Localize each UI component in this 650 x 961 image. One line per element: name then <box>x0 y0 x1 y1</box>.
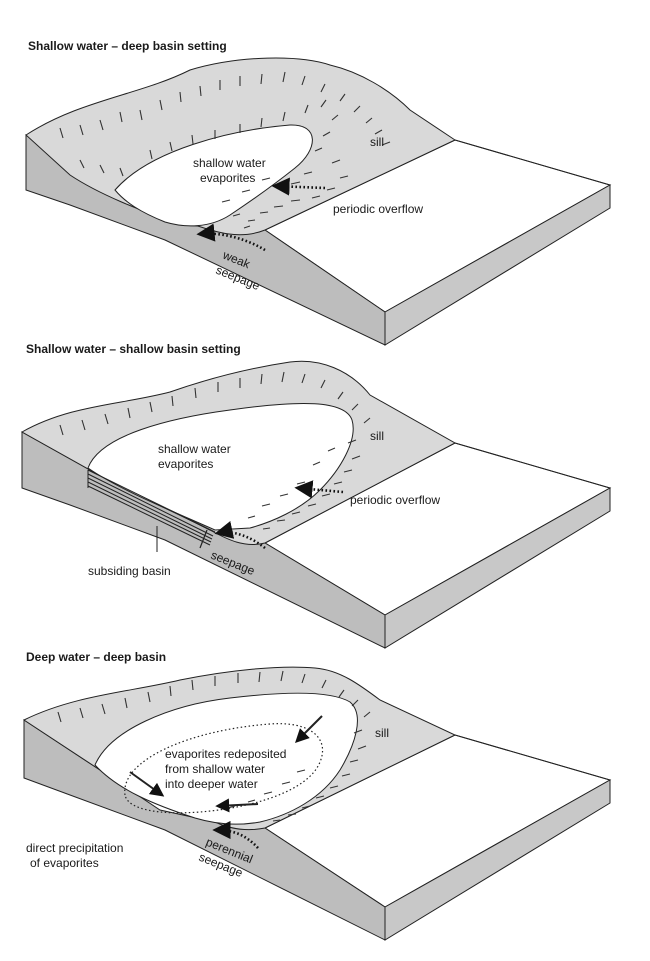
precipitation-label-line1: direct precipitation <box>26 841 123 855</box>
evaporites-label-line2: evaporites <box>200 171 255 185</box>
redeposit-arrow-left <box>129 771 165 797</box>
panel-title: Deep water – deep basin <box>26 650 166 664</box>
overflow-arrow <box>271 177 326 196</box>
precipitation-label-line2: of evaporites <box>30 856 99 870</box>
slope-hatching <box>59 371 371 530</box>
redeposited-label-line3: into deeper water <box>165 777 258 791</box>
overflow-label: periodic overflow <box>333 202 423 216</box>
panel-title: Shallow water – deep basin setting <box>28 39 227 53</box>
basin-floor <box>114 124 313 227</box>
overflow-label: periodic overflow <box>350 493 440 507</box>
panel-deep-basin-shallow-water: Shallow water – deep basin setting sill … <box>25 39 612 346</box>
basin-floor <box>87 402 354 531</box>
redeposit-arrow-lower <box>215 798 259 813</box>
evaporites-label-line1: shallow water <box>158 442 231 456</box>
slope-hatching <box>59 71 391 229</box>
subsiding-basin-strata <box>87 469 216 546</box>
redeposited-label-line1: evaporites redeposited <box>165 747 286 761</box>
subsiding-basin-label: subsiding basin <box>88 564 171 578</box>
panel-title: Shallow water – shallow basin setting <box>26 342 241 356</box>
evaporites-label-line2: evaporites <box>158 457 213 471</box>
redeposited-label-line2: from shallow water <box>165 762 265 776</box>
panel-shallow-basin-shallow-water: Shallow water – shallow basin setting si… <box>20 342 612 649</box>
panel-deep-basin-deep-water: Deep water – deep basin sill evaporites … <box>22 650 612 941</box>
seepage-arrow <box>212 820 259 849</box>
slope-hatching <box>57 670 371 822</box>
seepage-arrow <box>214 521 266 550</box>
sill-label: sill <box>370 135 384 149</box>
redeposition-circulation <box>124 723 324 814</box>
redeposit-arrow-upper <box>295 715 323 743</box>
evaporites-label-line1: shallow water <box>193 156 266 170</box>
sill-label: sill <box>375 726 389 740</box>
sill-label: sill <box>370 429 384 443</box>
